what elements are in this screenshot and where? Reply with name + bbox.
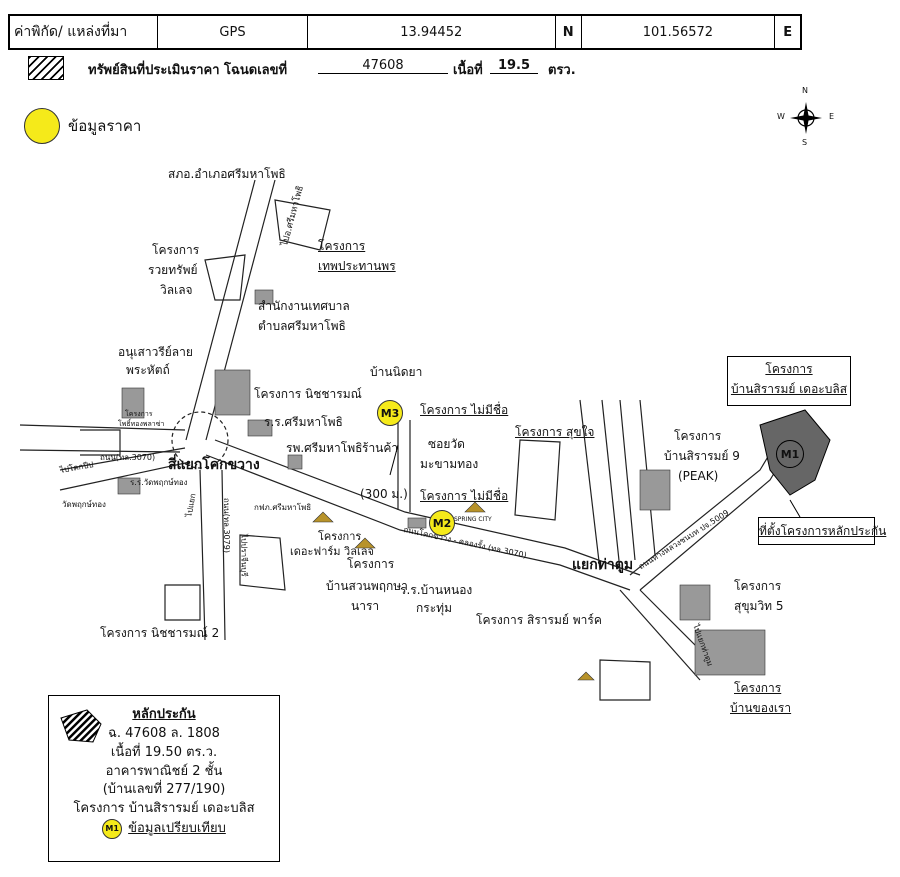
label-municipal: สำนักงานเทศบาล xyxy=(258,299,350,313)
collateral-site-box: ที่ตั้งโครงการหลักประกัน xyxy=(758,517,887,545)
legend-compare: ข้อมูลเปรียบเทียบ xyxy=(128,820,226,836)
marker-m2: M2 xyxy=(429,510,455,536)
label-junction-thatum: แยกท่าตูม xyxy=(572,557,634,573)
property-label: ทรัพย์สินที่ประเมินราคา โฉนดเลขที่ xyxy=(88,63,288,78)
label-proj-suk: โครงการ xyxy=(734,579,782,593)
label-shop: ร้านค้า xyxy=(362,441,399,455)
compass-n: N xyxy=(802,86,808,95)
property-hatch-swatch xyxy=(28,56,64,80)
label-proj-ruay: โครงการ xyxy=(152,243,200,257)
label-soi-wat-name: มะขามทอง xyxy=(420,457,479,471)
latitude-value: 13.94452 xyxy=(308,16,556,48)
label-junction-kokkwang: สี่แยกโคกขวาง xyxy=(168,457,260,473)
compass-s: S xyxy=(802,138,808,147)
legend-house-no: (บ้านเลขที่ 277/190) xyxy=(102,782,226,798)
label-proj-our: โครงการ xyxy=(734,681,782,695)
label-soi-wat: ซอยวัด xyxy=(428,437,465,451)
label-wat: วัดพฤกษ์ทอง xyxy=(62,500,106,509)
coord-source: GPS xyxy=(158,16,308,48)
longitude-direction: E xyxy=(783,24,793,40)
label-ban-nidtaya: บ้านนิดยา xyxy=(370,365,423,379)
label-police-station: สภอ.อำเภอศรีมหาโพธิ xyxy=(168,167,286,181)
label-proj-thep: โครงการ xyxy=(318,239,366,253)
label-road-prachin: ไปปราจีนบุรี xyxy=(239,534,249,577)
label-proj-farm: โครงการ xyxy=(318,530,362,543)
label-proj-suk-name: สุขุมวิท 5 xyxy=(734,599,784,613)
label-proj-thong: โครงการ xyxy=(125,410,153,418)
area-unit: ตรว. xyxy=(548,63,576,78)
legend-marker-m: M1 xyxy=(102,819,123,840)
legend-deed: ฉ. 47608 ล. 1808 xyxy=(108,725,220,741)
coordinates-table: ค่าพิกัด/ แหล่งที่มา GPS 13.94452 N 101.… xyxy=(8,14,802,50)
label-proj-main: โครงการ xyxy=(765,362,813,376)
legend-area: เนื้อที่ 19.50 ตร.ว. xyxy=(110,744,218,760)
label-proj-peak-tag: (PEAK) xyxy=(678,469,719,483)
main-project-box: โครงการ บ้านสิรารมย์ เดอะบลิส xyxy=(727,356,851,406)
label-proj-thep-name: เทพประทานพร xyxy=(318,259,396,273)
label-proj-suan-nara: นารา xyxy=(351,599,380,613)
label-proj-nichcha-2: โครงการ นิชชารมณ์ 2 xyxy=(100,626,220,640)
compass-icon xyxy=(790,102,822,134)
area-label: เนื้อที่ xyxy=(453,63,483,78)
label-pea: กฟภ.ศรีมหาโพธิ xyxy=(254,503,312,512)
label-road-3079: ถนน(ทล.3079) xyxy=(221,497,231,553)
label-proj-peak: โครงการ xyxy=(674,429,722,443)
collateral-legend: หลักประกัน ฉ. 47608 ล. 1808 เนื้อที่ 19.… xyxy=(48,695,280,862)
label-proj-main-name: บ้านสิรารมย์ เดอะบลิส xyxy=(730,382,848,396)
legend-building: อาคารพาณิชย์ 2 ชั้น xyxy=(105,763,223,779)
label-proj-thong-name: โพธิ์ทองพลาซ่า xyxy=(118,420,165,428)
latitude-direction: N xyxy=(556,16,582,48)
label-proj-noname-2: โครงการ ไม่มีชื่อ xyxy=(420,489,509,503)
label-school-nong: ร.ร.บ้านหนอง xyxy=(400,583,473,597)
label-school-nong-name: กระทุ่ม xyxy=(416,601,452,615)
label-collateral-site: ที่ตั้งโครงการหลักประกัน xyxy=(759,524,887,538)
label-school-wat: ร.ร.วัดพฤกษ์ทอง xyxy=(130,478,188,487)
label-proj-sukjai: โครงการ สุขใจ xyxy=(515,425,595,439)
deed-number: 47608 xyxy=(318,58,448,74)
label-proj-noname-1: โครงการ ไม่มีชื่อ xyxy=(420,403,509,417)
label-proj-ruay-name: รวยทรัพย์ xyxy=(148,263,198,277)
label-proj-peak-name: บ้านสิรารมย์ 9 xyxy=(664,449,740,463)
price-legend-label: ข้อมูลราคา xyxy=(68,117,142,135)
label-monument-sub: พระหัตถ์ xyxy=(126,363,170,377)
coord-label: ค่าพิกัด/ แหล่งที่มา xyxy=(10,16,159,48)
area-value: 19.5 xyxy=(490,58,538,74)
label-proj-farm-name: เดอะฟาร์ม วิลเลจ xyxy=(290,545,374,558)
label-monument: อนุเสาวรีย์ลาย xyxy=(118,345,193,359)
label-proj-park: โครงการ สิรารมย์ พาร์ค xyxy=(476,613,602,627)
label-road-3070: ถนน(ทล.3070) xyxy=(100,453,156,462)
marker-m1: M1 xyxy=(776,440,804,468)
price-legend-marker xyxy=(24,108,60,144)
legend-hatch-icon xyxy=(60,709,102,743)
label-proj-suan-name: บ้านสวนพฤกษา xyxy=(326,579,408,593)
compass-e: E xyxy=(829,112,835,121)
label-proj-suan: โครงการ xyxy=(347,557,395,571)
label-proj-ruay-village: วิลเลจ xyxy=(160,283,193,297)
label-school: ร.ร.ศรีมหาโพธิ xyxy=(264,415,343,429)
legend-title: หลักประกัน xyxy=(132,707,196,722)
label-municipal-sub: ตำบลศรีมหาโพธิ xyxy=(258,319,346,333)
label-proj-nichcha: โครงการ นิชชารมณ์ xyxy=(254,387,362,401)
label-proj-our-name: บ้านของเรา xyxy=(730,701,792,715)
legend-project: โครงการ บ้านสิรารมย์ เดอะบลิส xyxy=(73,801,255,817)
compass-w: W xyxy=(777,112,785,121)
longitude-value: 101.56572 xyxy=(582,16,776,48)
marker-m3: M3 xyxy=(377,400,403,426)
label-hospital: รพ.ศรีมหาโพธิ xyxy=(286,441,363,455)
label-distance: (300 ม.) xyxy=(360,487,408,501)
label-spring-city: SPRING CITY xyxy=(454,516,492,523)
